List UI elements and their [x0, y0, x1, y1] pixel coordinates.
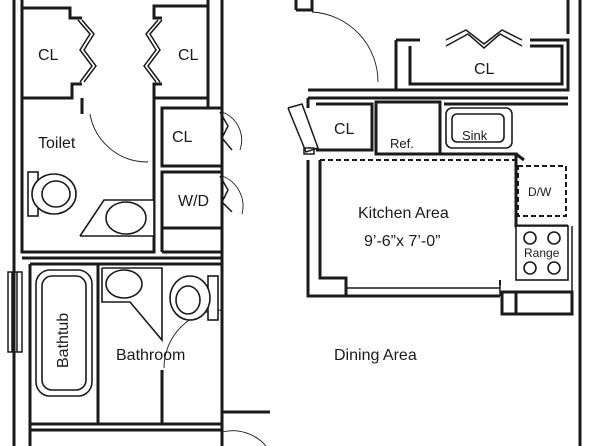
- label-sink: Sink: [462, 128, 488, 143]
- dishwasher: [517, 165, 567, 217]
- fixtures: [27, 107, 569, 397]
- label-dining: Dining Area: [334, 347, 417, 364]
- label-closet-3: CL: [474, 61, 495, 78]
- label-refrigerator: Ref.: [390, 136, 414, 151]
- bathroom-sink: [105, 269, 143, 299]
- label-kitchen: Kitchen Area: [358, 205, 449, 222]
- burner: [547, 261, 561, 275]
- label-kitchen-size: 9’-6”x 7’-0”: [364, 233, 440, 250]
- label-dishwasher: D/W: [528, 185, 552, 199]
- burner: [523, 231, 537, 245]
- vanity-sink: [105, 201, 147, 235]
- label-bathroom: Bathroom: [116, 347, 185, 364]
- labels: CL CL CL CL CL Toilet W/D Ref. Sink D/W …: [38, 47, 560, 368]
- label-range: Range: [524, 246, 560, 260]
- burner: [547, 231, 561, 245]
- label-closet-5: CL: [334, 121, 355, 138]
- label-toilet: Toilet: [38, 135, 76, 152]
- label-closet-1: CL: [38, 47, 59, 64]
- burner: [523, 261, 537, 275]
- label-closet-2: CL: [178, 47, 199, 64]
- label-bathtub: Bathtub: [55, 313, 72, 368]
- label-closet-4: CL: [172, 129, 193, 146]
- label-washer-dryer: W/D: [178, 193, 209, 210]
